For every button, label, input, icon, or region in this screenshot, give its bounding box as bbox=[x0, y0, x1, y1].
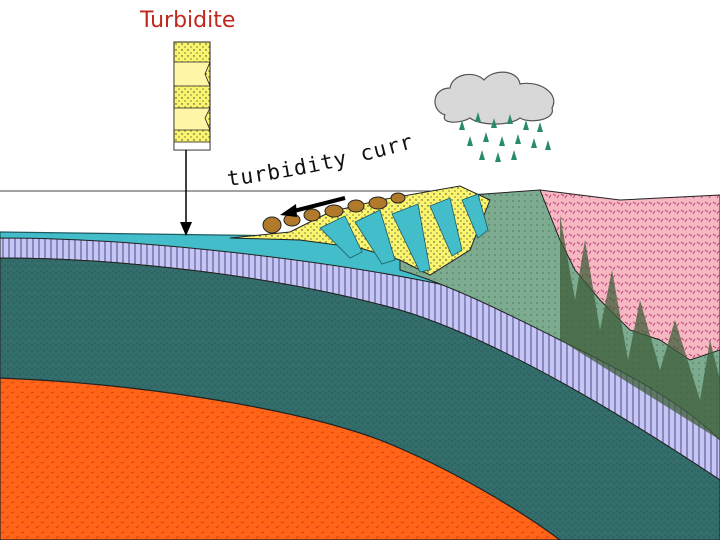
continental-crust bbox=[539, 189, 720, 361]
intrusion-bodies bbox=[560, 215, 720, 440]
diagram-title: Turbidite bbox=[140, 8, 236, 33]
mantle bbox=[0, 377, 562, 540]
interbedded-shale bbox=[319, 193, 489, 273]
arrow-left-icon bbox=[280, 196, 346, 217]
cloud-icon bbox=[434, 71, 555, 125]
raindrop-icon bbox=[459, 112, 551, 162]
turbidite-column bbox=[173, 41, 211, 236]
turbidity-boulders bbox=[262, 192, 406, 234]
